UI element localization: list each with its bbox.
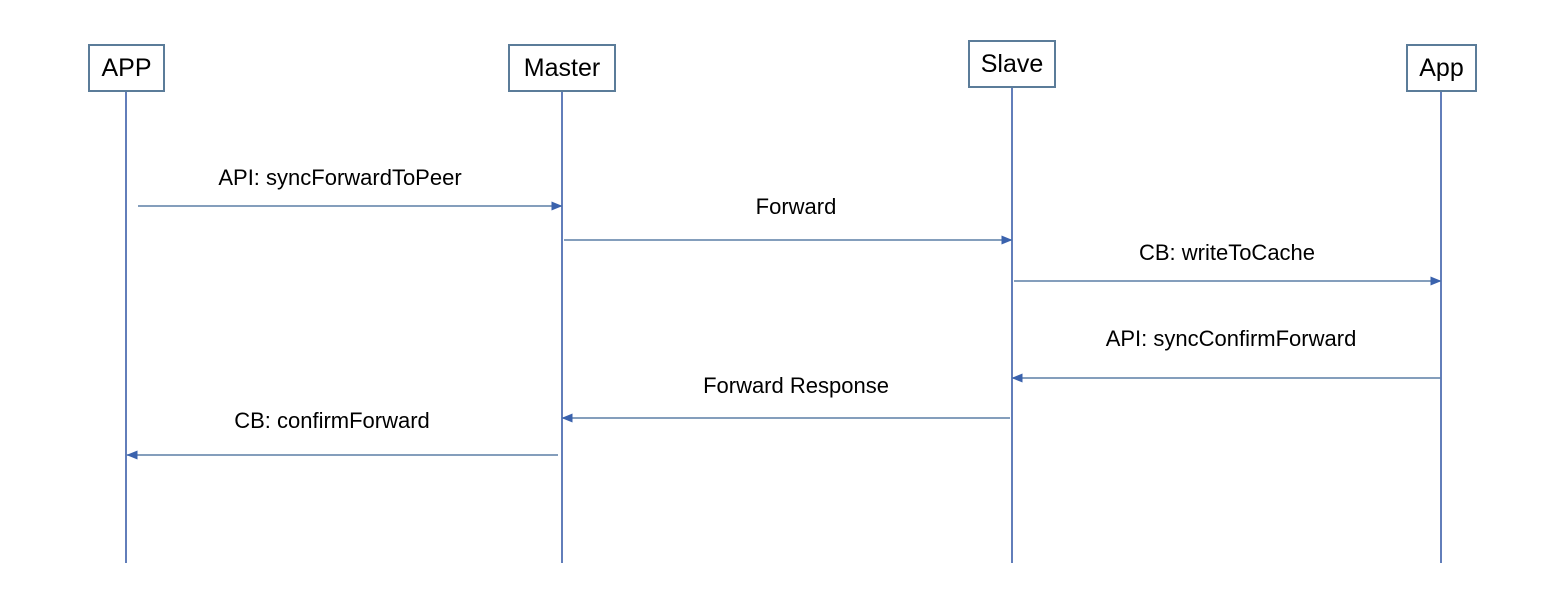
participant-label-master: Master: [523, 53, 601, 82]
participant-box-slave[interactable]: Slave: [968, 40, 1056, 88]
message-label-4: API: syncConfirmForward: [1105, 326, 1357, 351]
message-label-1: API: syncForwardToPeer: [218, 165, 462, 190]
message-label-5: Forward Response: [703, 373, 889, 398]
message-arrows-group: [126, 201, 1442, 460]
participant-label-slave: Slave: [980, 49, 1044, 78]
participant-box-master[interactable]: Master: [508, 44, 616, 92]
participant-box-app_left[interactable]: APP: [88, 44, 165, 92]
lifelines-group: [125, 88, 1442, 563]
message-label-2: Forward: [755, 194, 837, 219]
participant-label-app_right: App: [1419, 53, 1464, 82]
message-label-3: CB: writeToCache: [1138, 240, 1316, 265]
participant-label-app_left: APP: [101, 53, 152, 82]
message-label-6: CB: confirmForward: [234, 408, 430, 433]
participant-box-app_right[interactable]: App: [1406, 44, 1477, 92]
